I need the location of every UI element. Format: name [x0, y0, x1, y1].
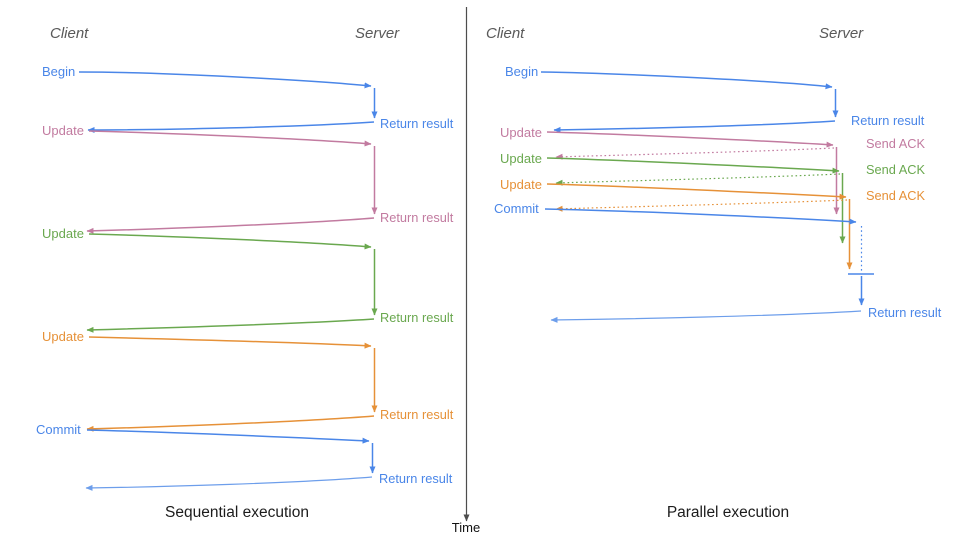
update2-response-line — [86, 318, 375, 333]
time-axis-label: Time — [452, 520, 480, 535]
sequential-server-header: Server — [355, 25, 400, 42]
sequential-message-update3: Update Return result — [42, 329, 454, 432]
update3-response-line — [86, 415, 375, 432]
sequential-diagram: Client Server Begin Return result Update… — [36, 25, 454, 521]
parallel-message-update2: Update Send ACK — [500, 151, 926, 244]
begin-response-line — [553, 120, 836, 133]
begin-request-line — [78, 71, 372, 89]
update2-label: Update — [42, 226, 84, 241]
parallel-server-header: Server — [819, 25, 864, 42]
commit-label: Commit — [36, 422, 81, 437]
update2-request-line — [546, 157, 840, 174]
update1-request-line — [88, 130, 372, 147]
update3-label: Update — [500, 177, 542, 192]
commit-response-label: Return result — [868, 305, 942, 320]
update1-label: Update — [500, 125, 542, 140]
update1-ack-label: Send ACK — [866, 136, 926, 151]
parallel-message-begin: Begin Return result — [505, 64, 925, 133]
update1-request-line — [546, 131, 834, 148]
update2-label: Update — [500, 151, 542, 166]
update2-request-line — [88, 233, 372, 250]
commit-request-line — [86, 429, 370, 444]
update1-ack-line — [555, 147, 835, 160]
update3-ack-line — [555, 199, 848, 212]
begin-request-line — [540, 71, 833, 90]
commit-request-line — [544, 208, 857, 225]
commit-response-line — [85, 476, 373, 491]
begin-label: Begin — [42, 64, 75, 79]
update3-request-line — [546, 183, 847, 200]
update3-response-label: Return result — [380, 407, 454, 422]
update2-ack-label: Send ACK — [866, 162, 926, 177]
sequential-message-begin: Begin Return result — [42, 64, 454, 133]
commit-response-label: Return result — [379, 471, 453, 486]
update1-response-label: Return result — [380, 210, 454, 225]
update3-label: Update — [42, 329, 84, 344]
sequential-message-update1: Update Return result — [42, 123, 454, 234]
begin-response-label: Return result — [851, 113, 925, 128]
sequential-message-commit: Commit Return result — [36, 422, 453, 491]
begin-response-label: Return result — [380, 116, 454, 131]
sequential-message-update2: Update Return result — [42, 226, 454, 333]
begin-response-line — [87, 121, 375, 133]
update3-ack-label: Send ACK — [866, 188, 926, 203]
parallel-message-update1: Update Send ACK — [500, 125, 926, 215]
update1-label: Update — [42, 123, 84, 138]
commit-response-line — [550, 310, 862, 323]
time-axis: Time — [452, 7, 480, 535]
parallel-message-commit: Commit Return result — [494, 201, 942, 323]
parallel-message-update3: Update Send ACK — [500, 177, 926, 270]
update2-ack-line — [555, 173, 841, 186]
parallel-diagram: Client Server Begin Return result Update… — [486, 25, 942, 521]
parallel-title: Parallel execution — [667, 504, 789, 521]
sequential-title: Sequential execution — [165, 504, 309, 521]
update2-response-label: Return result — [380, 310, 454, 325]
update3-request-line — [88, 336, 372, 349]
commit-label: Commit — [494, 201, 539, 216]
begin-label: Begin — [505, 64, 538, 79]
update1-response-line — [86, 217, 375, 234]
sequential-client-header: Client — [50, 25, 89, 42]
parallel-client-header: Client — [486, 25, 525, 42]
